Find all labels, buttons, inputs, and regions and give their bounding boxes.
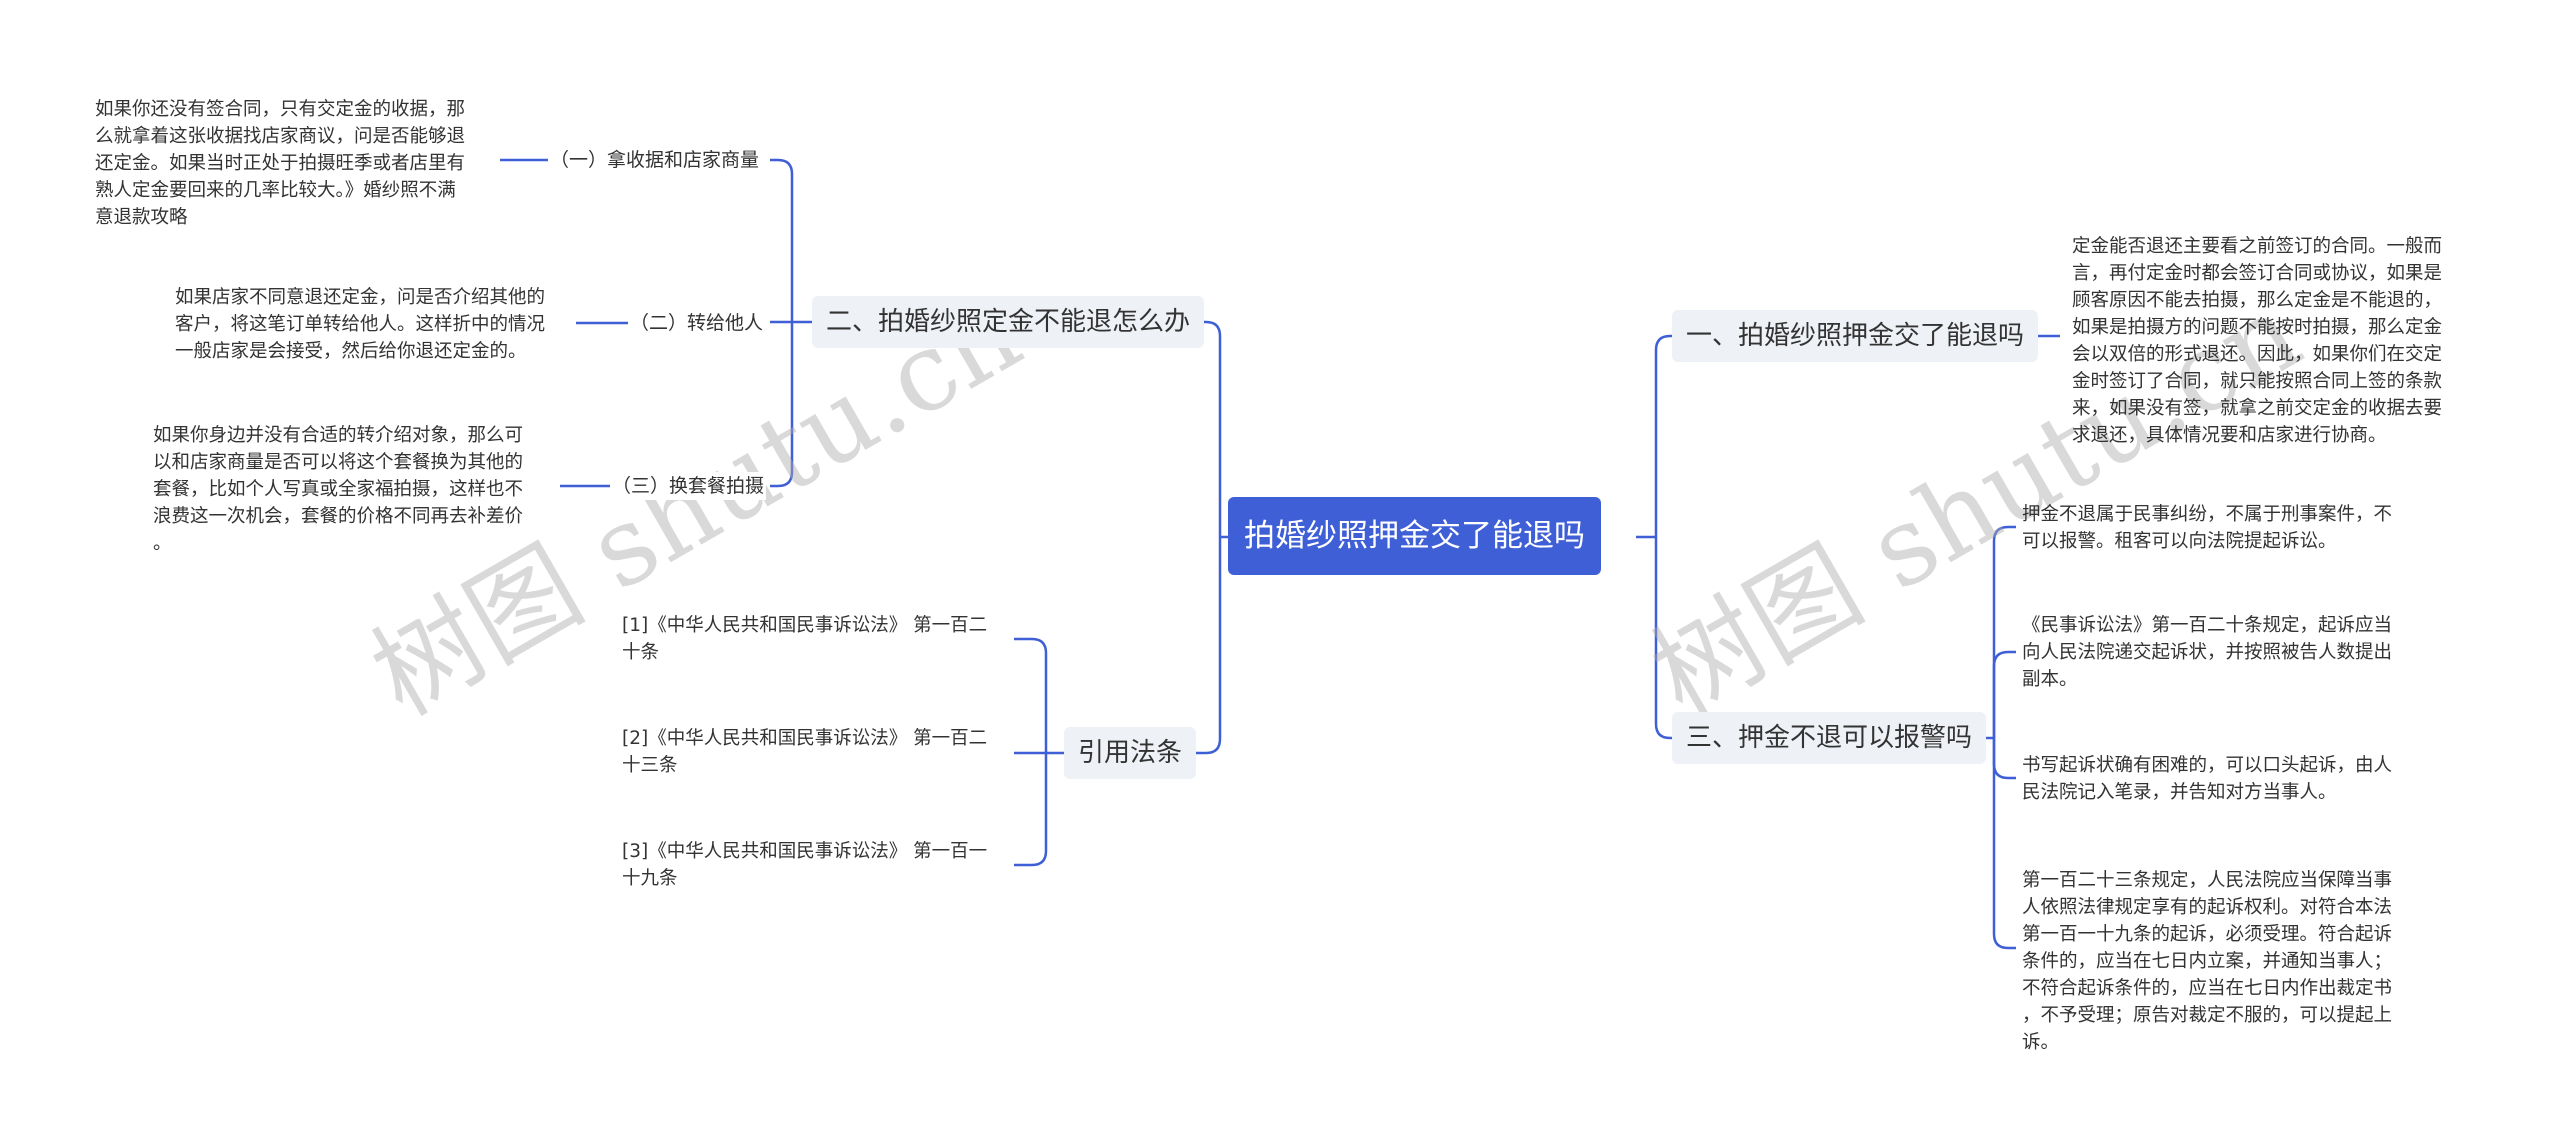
connector-root-to-b2 — [1190, 320, 1222, 537]
detail-deposit-refundable: 定金能否退还主要看之前签订的合同。一般而 言，再付定金时都会签订合同或协议，如果… — [2072, 236, 2443, 446]
connector-b2-to-sub3 — [770, 322, 794, 488]
law-citation-3: [3]《中华人民共和国民事诉讼法》 第一百一 十九条 — [622, 841, 988, 889]
detail-transfer-to-others: 如果店家不同意退还定金，问是否介绍其他的 客户，将这笔订单转给他人。这样折中的情… — [175, 287, 546, 362]
connector-b3-to-d3 — [1992, 738, 2016, 780]
subtopic-change-package[interactable]: （三）换套餐拍摄 — [610, 472, 767, 500]
subtopic-negotiate-with-receipt[interactable]: （一）拿收据和店家商量 — [548, 146, 762, 174]
branch-deposit-refund-methods[interactable]: 二、拍婚纱照定金不能退怎么办 — [812, 296, 1205, 348]
connector-root-to-b3 — [1654, 537, 1672, 740]
law-citation-1: [1]《中华人民共和国民事诉讼法》 第一百二 十条 — [622, 615, 988, 663]
connector-root-to-b1 — [1654, 334, 1672, 537]
detail-change-package: 如果你身边并没有合适的转介绍对象，那么可 以和店家商量是否可以将这个套餐换为其他… — [153, 425, 524, 554]
connector-ref-to-law3 — [1014, 753, 1048, 867]
law-citation-2: [2]《中华人民共和国民事诉讼法》 第一百二 十三条 — [622, 728, 988, 776]
detail-civil-dispute: 押金不退属于民事纠纷，不属于刑事案件，不 可以报警。租客可以向法院提起诉讼。 — [2022, 504, 2393, 552]
branch-deposit-refundable[interactable]: 一、拍婚纱照押金交了能退吗 — [1672, 310, 2039, 362]
detail-oral-complaint: 书写起诉状确有困难的，可以口头起诉，由人 民法院记入笔录，并告知对方当事人。 — [2022, 755, 2393, 803]
detail-article-123: 第一百二十三条规定，人民法院应当保障当事 人依照法律规定享有的起诉权利。对符合本… — [2022, 870, 2393, 1053]
connector-root-to-ref — [1192, 537, 1222, 755]
connector-b3-to-d4 — [1992, 738, 2016, 950]
branch-cited-laws[interactable]: 引用法条 — [1064, 727, 1197, 779]
connector-b3-to-d2 — [1992, 650, 2016, 738]
root-topic[interactable]: 拍婚纱照押金交了能退吗 — [1228, 497, 1601, 575]
detail-negotiate-with-receipt: 如果你还没有签合同，只有交定金的收据，那 么就拿着这张收据找店家商议，问是否能够… — [95, 99, 466, 228]
branch-report-to-police[interactable]: 三、押金不退可以报警吗 — [1672, 712, 1987, 764]
subtopic-transfer-to-others[interactable]: （二）转给他人 — [628, 309, 766, 337]
connector-b2-to-sub1 — [770, 158, 794, 322]
connector-ref-to-law1 — [1014, 637, 1048, 753]
connector-b3-to-d1 — [1992, 525, 2016, 738]
detail-article-120: 《民事诉讼法》第一百二十条规定，起诉应当 向人民法院递交起诉状，并按照被告人数提… — [2022, 615, 2393, 690]
